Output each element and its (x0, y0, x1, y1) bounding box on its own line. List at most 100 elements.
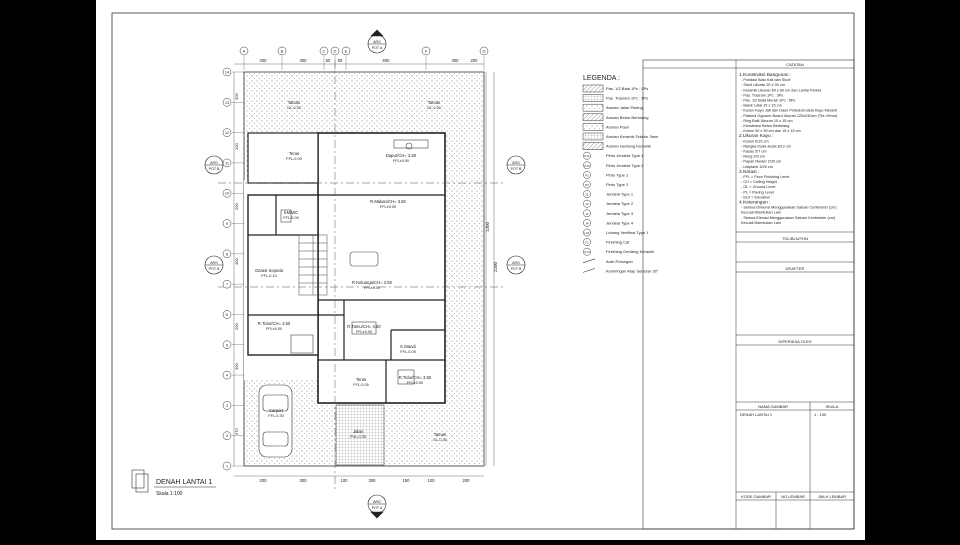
room-level: FFL±0.00 (356, 330, 372, 334)
note-line: - Semua Dimensi Menggunakan Satuan Centi… (741, 206, 837, 210)
section-sheet-left-a: POT B (209, 167, 220, 171)
note-line: - Pondasi Batu Kali dan Sloof (741, 78, 791, 82)
room-name: Teras (356, 377, 366, 382)
room-name: Taman (434, 432, 447, 437)
legend-symbol (583, 151, 591, 160)
note-line: - Pas. 1/2 Bata Merah 1Pc : 5Ps (741, 99, 795, 103)
legend-symbol-text: GT1 (584, 250, 590, 254)
drawing-title: DENAH LANTAI 1 (156, 479, 212, 486)
legend-symbol-text: F1 (585, 241, 589, 245)
titleblock (643, 60, 854, 529)
section-marker-right-b (506, 255, 526, 275)
note-line: - Semua Elevasi Menggunakan Satuan Centi… (741, 216, 836, 220)
grid-bubble-G (479, 46, 489, 56)
dim-left: 200 (234, 203, 239, 210)
room-labels: TamanGL-0.30TamanGL-0.30TerasFFL-0.05Dap… (255, 100, 447, 442)
section-sheet-left-b: POT B (209, 267, 220, 271)
dim-top: 200 (471, 58, 479, 63)
legend-swatch (582, 132, 604, 141)
note-line: Kecuali Ditentukan Lain (741, 221, 781, 225)
legend-item-label: Kemiringan Atap Sebesar 30° (606, 268, 659, 273)
room-level: FFL-0.05 (283, 216, 298, 220)
legend-symbol (583, 238, 591, 246)
grid-label-left: 12 (225, 131, 229, 135)
grid-bubble-10 (222, 188, 232, 198)
grid-bubble-12 (222, 128, 232, 137)
section-label-right-b: ARG (512, 261, 520, 265)
legend-item-label: Pintu Jendela Type 2 (606, 163, 644, 168)
note-line: - Keramik Ukuran 60 x 60 cm dan Lantai P… (741, 88, 822, 92)
legend-symbol (583, 209, 591, 218)
legend-symbol (583, 219, 591, 227)
dim-bottom: 300 (369, 478, 377, 483)
grid-bubble-6 (222, 310, 232, 319)
grid-label-left: 4 (226, 374, 228, 378)
grid-bubble-13 (222, 98, 232, 107)
note-line: - CH = Ceiling Height (741, 180, 778, 184)
room-name: R.Tamu/CH= 3.50 (347, 324, 381, 329)
drawing-scale: Skala 1:100 (156, 491, 183, 497)
no-lembar-label: NO.LEMBAR (781, 494, 805, 499)
dim-left: 370 (234, 428, 239, 435)
legend-item-label: Arsiran Beton Bertulang (606, 115, 648, 120)
room-name: Jalan (353, 429, 364, 434)
legend-arrow (582, 268, 596, 273)
legend-item-label: Pintu Jendela Type 1 (606, 153, 644, 158)
legend-swatch (582, 123, 604, 131)
grid-bubble-14 (222, 67, 232, 77)
note-line: - Plafond Gypsum Board Ukuran 120x240cm … (741, 114, 838, 118)
grid-bubble-B (277, 46, 287, 56)
section-sheet-right-b: POT B (511, 267, 522, 271)
legend-swatch (582, 94, 604, 102)
grid-label-left: 11 (225, 161, 229, 165)
note-line: Kecuali Ditentukan Lain (741, 211, 781, 215)
section-sheet-right-a: POT B (511, 167, 522, 171)
grid-bubble-7 (222, 279, 232, 289)
grid-label-left: 1 (226, 465, 228, 469)
room-level: FFL-0.30 (268, 414, 283, 418)
legend-item-label: Jendela Type 2 (606, 201, 634, 206)
legend-item-label: Arsiran Pasir (606, 124, 630, 129)
room-level: FFL±0.00 (380, 205, 396, 209)
grid-label-left: 2 (226, 434, 228, 438)
grid-label-top: C (323, 49, 326, 54)
room-level: GL-0.30 (433, 438, 447, 442)
note-line: - Rangka Kuda-Kuda 8/12 cm (741, 144, 791, 148)
legend-symbol-text: J4 (585, 221, 589, 225)
note-line: - Pas. Trasram 1Pc : 3Ps (741, 93, 783, 97)
note-line: - Konstruksi Beton Bertulang (741, 124, 789, 128)
legend-arrow (582, 258, 596, 264)
floor-plan (218, 60, 506, 490)
note-line: - ELV = Elevation (741, 195, 770, 199)
room-name: R.Makan/CH= 3.50 (370, 199, 406, 204)
titleblock-frame (642, 59, 855, 530)
section-label-right-a: ARG (512, 161, 520, 165)
dim-bottom: 300 (300, 478, 308, 483)
dim-bottom: 200 (463, 478, 471, 483)
section-label-top: ARG (373, 40, 381, 44)
grid-bubble-D (330, 46, 340, 56)
room-level: PVL-0.25 (350, 435, 366, 439)
room-level: FFL±0.00 (364, 286, 380, 290)
grid-label-top: A (243, 49, 246, 54)
grid-bubble-1 (222, 461, 232, 471)
legend-symbol-text: J1 (585, 193, 589, 197)
dim-top: 50 (326, 58, 331, 63)
drawing-title-block: DENAH LANTAI 1 Skala 1:100 (131, 469, 216, 497)
room-name: K.Mandi (400, 344, 415, 349)
legend-item-label: Pintu Type 1 (606, 172, 629, 177)
legend-symbol (583, 247, 591, 256)
dim-bottom: 200 (260, 478, 268, 483)
legend-item-label: Pas. Trasram 1Pc : 3Ps (606, 96, 648, 101)
note-line: - Papan Reuter 2/20 cm (741, 160, 781, 164)
grid-label-left: 3 (226, 404, 228, 408)
legend-item-label: Finishing Genteng Keramik (606, 249, 654, 254)
legend-item-label: Arah Potongan (606, 259, 633, 264)
grid-bubble-9 (222, 219, 232, 228)
legend-symbol (583, 180, 591, 189)
room-name: KM/WC (284, 210, 298, 215)
